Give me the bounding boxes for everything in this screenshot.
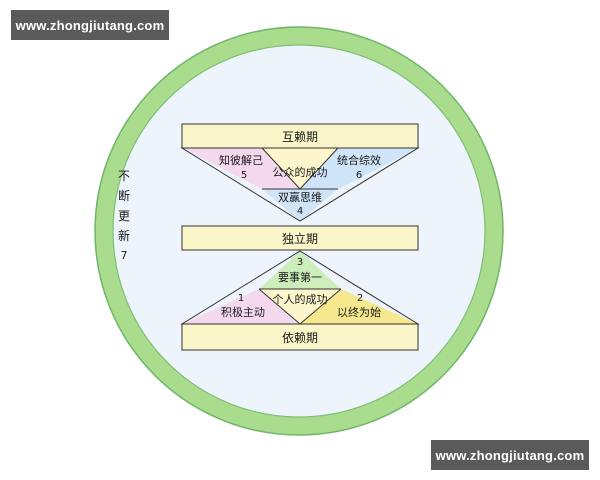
- habit-5-label: 知彼解己: [219, 153, 263, 167]
- habit-4-region: [262, 189, 338, 221]
- private-victory-region: [259, 289, 341, 324]
- watermark-bottom: www.zhongjiutang.com: [431, 440, 589, 470]
- habit-4-number: 4: [297, 206, 303, 217]
- habit-6-label: 统合综效: [337, 153, 381, 167]
- renewal-number: 7: [121, 249, 128, 262]
- habit-5-region: [182, 148, 300, 189]
- public-victory-label: 公众的成功: [273, 165, 328, 179]
- independence-label: 独立期: [282, 231, 318, 246]
- habit-6-region: [300, 148, 418, 189]
- private-victory-label: 个人的成功: [273, 292, 328, 306]
- habit-1-region: [182, 289, 300, 324]
- renewal-char-2: 断: [118, 188, 130, 203]
- habit-6-number: 6: [356, 170, 362, 181]
- interdependence-bar: [181, 123, 419, 149]
- watermark-top: www.zhongjiutang.com: [11, 10, 169, 40]
- habit-3-number: 3: [297, 257, 303, 268]
- habit-3-label: 要事第一: [278, 270, 322, 284]
- upper-triangle-outline: [180, 147, 420, 222]
- habit-1-label: 积极主动: [221, 305, 265, 319]
- renewal-char-3: 更: [118, 209, 130, 223]
- habit-3-region: [259, 251, 341, 289]
- independence-bar: [181, 225, 419, 251]
- habit-1-number: 1: [238, 293, 244, 304]
- habit-5-number: 5: [241, 170, 247, 181]
- dependence-label: 依赖期: [282, 330, 318, 345]
- public-victory-region: [262, 148, 338, 189]
- renewal-char-1: 不: [118, 169, 130, 183]
- habit-4-label: 双赢思维: [278, 190, 322, 204]
- dependence-bar: [181, 323, 419, 351]
- renewal-char-4: 新: [118, 228, 130, 243]
- habit-2-number: 2: [357, 293, 363, 304]
- interdependence-label: 互赖期: [282, 130, 318, 144]
- habit-2-label: 以终为始: [337, 305, 381, 319]
- habit-2-region: [300, 289, 418, 324]
